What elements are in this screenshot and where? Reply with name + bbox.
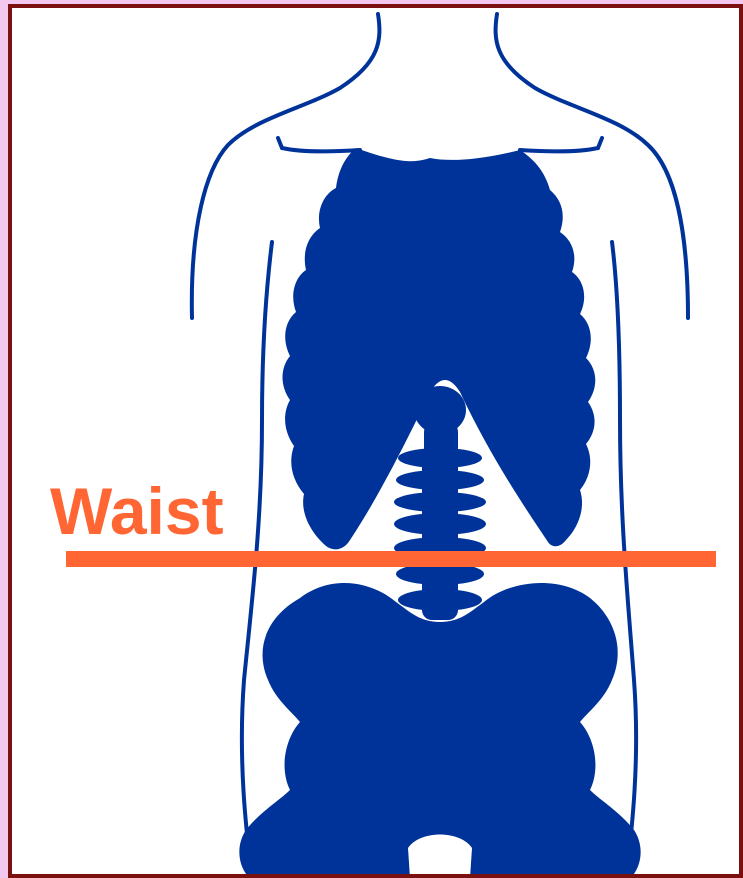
waist-line [66,551,716,567]
torso-anatomy-illustration [8,4,743,878]
pubic-gap [430,860,450,878]
hip-socket-right [528,774,592,866]
hip-socket-left [288,774,352,866]
clavicle-right [520,138,602,151]
clavicle-left [278,138,360,151]
vertebra [422,450,458,620]
waist-label: Waist [50,478,224,544]
diagram-frame: Waist [8,4,743,878]
